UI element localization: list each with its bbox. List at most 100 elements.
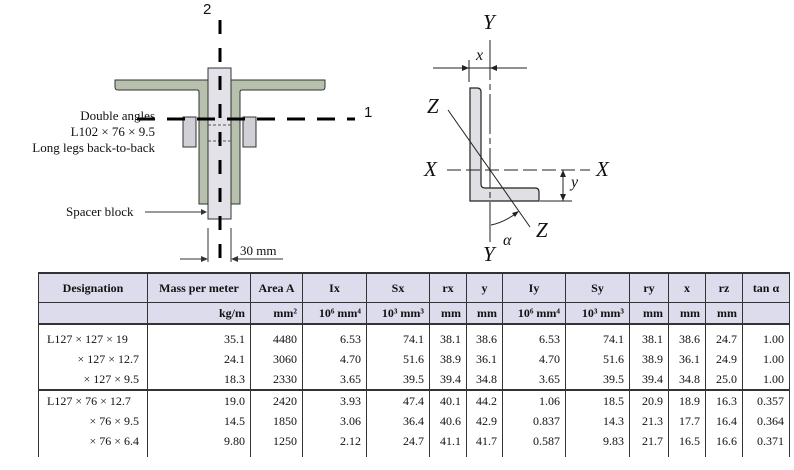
unit-cell: 10³ mm³: [565, 302, 630, 325]
col-header: Iy: [502, 272, 566, 303]
units-row: kg/m mm² 10⁶ mm⁴ 10³ mm³ mm mm 10⁶ mm⁴ 1…: [38, 302, 790, 325]
value-cell: 0.587: [502, 431, 566, 451]
designation-cell: × 127 × 12.7: [38, 349, 148, 369]
angles-label: Double angles L102 × 76 × 9.5 Long legs …: [32, 108, 155, 156]
value-cell: 51.6: [366, 349, 430, 369]
y-axis-bottom-label: Y: [483, 242, 495, 266]
empty-cell: [565, 451, 630, 457]
empty-cell: [705, 451, 743, 457]
value-cell: 21.7: [629, 431, 669, 451]
value-cell: 34.8: [668, 369, 706, 390]
value-cell: 2.12: [302, 431, 367, 451]
col-header: tan α: [742, 272, 790, 303]
value-cell: 4.70: [502, 349, 566, 369]
unit-cell: mm: [429, 302, 467, 325]
empty-cell: [629, 451, 669, 457]
value-cell: 47.4: [366, 389, 430, 411]
value-cell: 1250: [250, 431, 303, 451]
value-cell: 16.3: [705, 389, 743, 411]
empty-cell: [366, 451, 430, 457]
col-header: Area A: [250, 272, 303, 303]
value-cell: 38.1: [629, 324, 669, 349]
value-cell: 2420: [250, 389, 303, 411]
unit-cell: 10⁶ mm⁴: [302, 302, 367, 325]
value-cell: 38.9: [429, 349, 467, 369]
value-cell: 21.3: [629, 411, 669, 431]
empty-cell: [302, 451, 367, 457]
value-cell: 4.70: [302, 349, 367, 369]
empty-cell: [668, 451, 706, 457]
empty-cell: [502, 451, 566, 457]
value-cell: 36.1: [466, 349, 503, 369]
value-cell: 2330: [250, 369, 303, 390]
unit-cell: [742, 302, 790, 325]
value-cell: 1.00: [742, 349, 790, 369]
designation-cell: × 76 × 6.4: [38, 431, 148, 451]
value-cell: 36.4: [366, 411, 430, 431]
empty-cell: [466, 451, 503, 457]
designation-cell: L127 × 127 × 19: [38, 324, 148, 349]
value-cell: 41.1: [429, 431, 467, 451]
dimension-label: 30 mm: [240, 243, 277, 258]
value-cell: 34.8: [466, 369, 503, 390]
value-cell: 25.0: [705, 369, 743, 390]
empty-cell: [250, 451, 303, 457]
value-cell: 3.93: [302, 389, 367, 411]
unit-cell: 10³ mm³: [366, 302, 430, 325]
value-cell: 44.2: [466, 389, 503, 411]
designation-cell: × 127 × 9.5: [38, 369, 148, 390]
value-cell: 9.83: [565, 431, 630, 451]
value-cell: 1.06: [502, 389, 566, 411]
value-cell: 0.371: [742, 431, 790, 451]
col-header: Sx: [366, 272, 430, 303]
value-cell: 19.0: [147, 389, 251, 411]
angles-label-line: Long legs back-to-back: [32, 140, 155, 155]
value-cell: 18.9: [668, 389, 706, 411]
value-cell: 0.364: [742, 411, 790, 431]
unit-cell: kg/m: [147, 302, 251, 325]
col-header: Sy: [565, 272, 630, 303]
col-header: Mass per meter: [147, 272, 251, 303]
value-cell: 17.7: [668, 411, 706, 431]
col-header: Ix: [302, 272, 367, 303]
value-cell: 39.4: [429, 369, 467, 390]
value-cell: 24.9: [705, 349, 743, 369]
spacer-block-label: Spacer block: [66, 204, 134, 219]
alpha-label: α: [503, 232, 512, 249]
empty-cell: [147, 451, 251, 457]
designation-cell: L127 × 76 × 12.7: [38, 389, 148, 411]
value-cell: 14.3: [565, 411, 630, 431]
col-header: y: [466, 272, 503, 303]
unit-cell: 10⁶ mm⁴: [502, 302, 566, 325]
value-cell: 38.1: [429, 324, 467, 349]
value-cell: 42.9: [466, 411, 503, 431]
value-cell: 36.1: [668, 349, 706, 369]
unit-cell: mm: [466, 302, 503, 325]
value-cell: 3060: [250, 349, 303, 369]
value-cell: 40.1: [429, 389, 467, 411]
x-dimension-label: x: [476, 47, 484, 64]
x-axis-left-label: X: [424, 157, 437, 181]
value-cell: 4480: [250, 324, 303, 349]
value-cell: 18.5: [565, 389, 630, 411]
angle-properties-table: Designation Mass per meter Area A Ix Sx …: [38, 272, 790, 457]
figures: [114, 20, 590, 262]
col-header: rz: [705, 272, 743, 303]
value-cell: 39.5: [366, 369, 430, 390]
col-header: x: [668, 272, 706, 303]
header-row: Designation Mass per meter Area A Ix Sx …: [38, 272, 790, 303]
unit-cell: mm: [705, 302, 743, 325]
value-cell: 3.06: [302, 411, 367, 431]
value-cell: 14.5: [147, 411, 251, 431]
z-axis-top-label: Z: [427, 94, 439, 118]
value-cell: 16.4: [705, 411, 743, 431]
value-cell: 1.00: [742, 369, 790, 390]
value-cell: 38.9: [629, 349, 669, 369]
value-cell: 3.65: [302, 369, 367, 390]
